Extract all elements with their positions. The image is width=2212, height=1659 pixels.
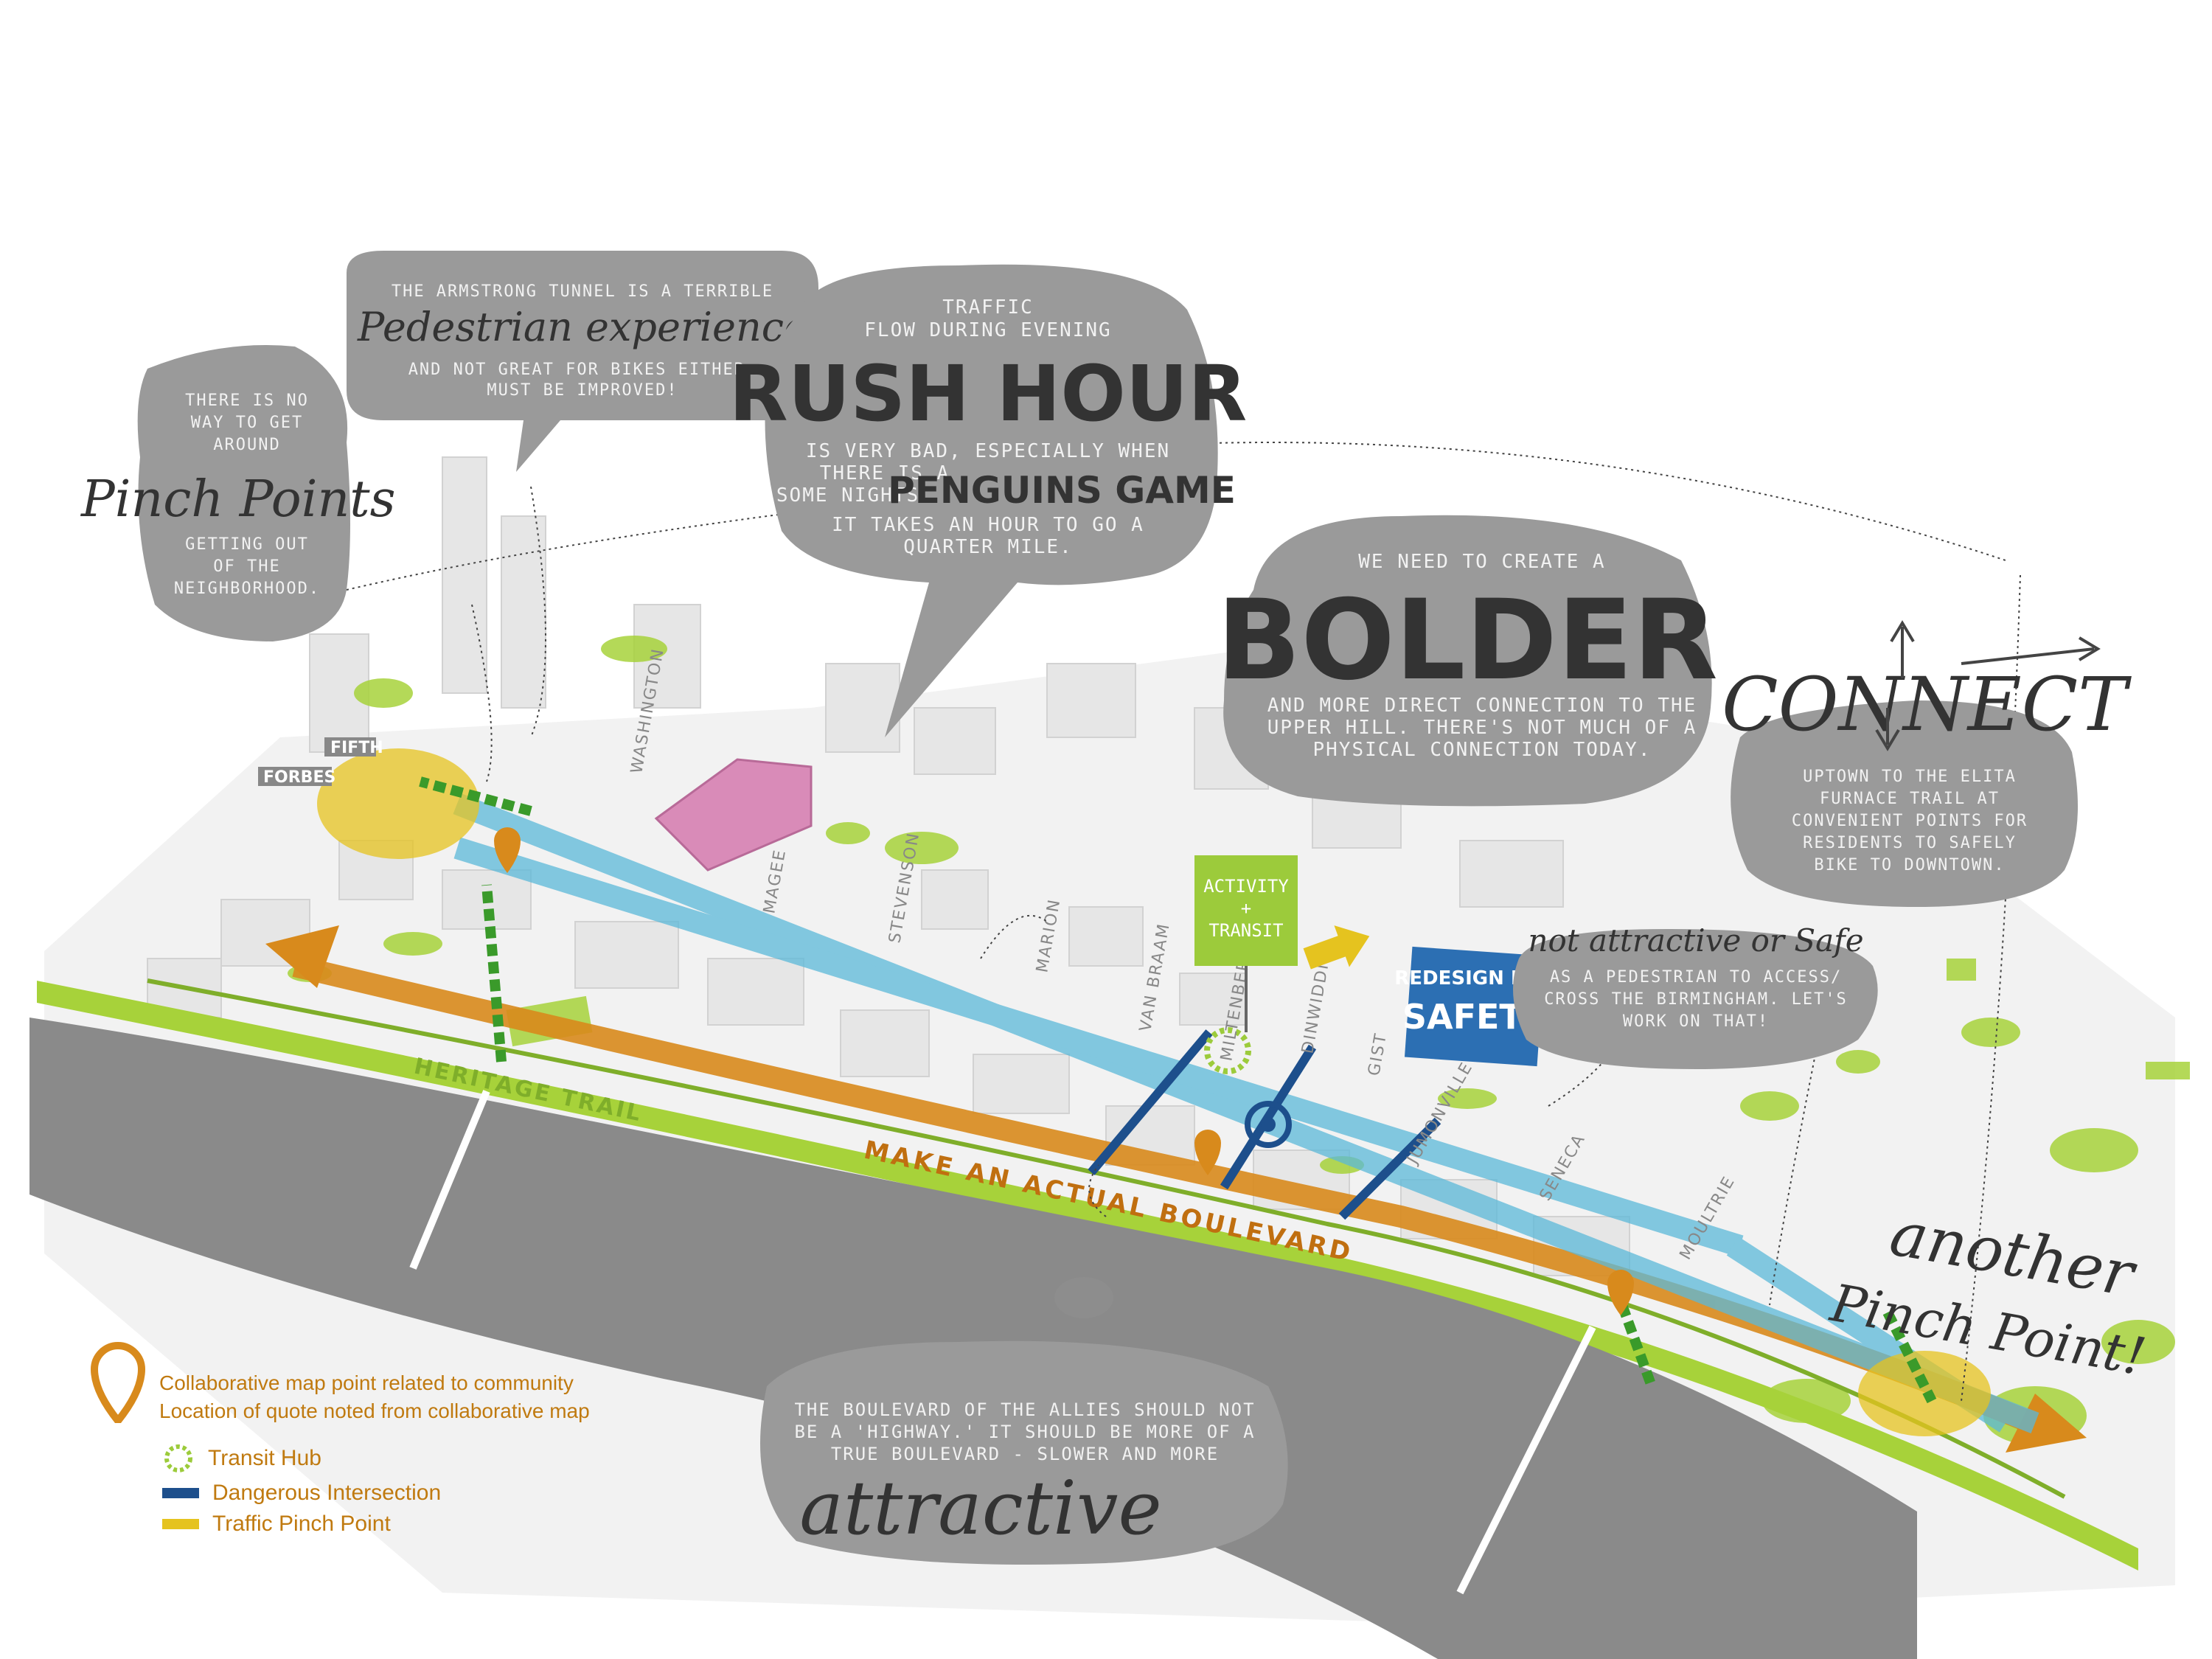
boulevard-line2: BE A 'HIGHWAY.' IT SHOULD BE MORE OF A	[794, 1422, 1255, 1442]
activity-line2: TRANSIT	[1208, 920, 1283, 941]
arena	[654, 758, 813, 872]
pinch-point-fifth-forbes	[317, 748, 479, 859]
rush-line4: THERE IS A	[820, 462, 950, 484]
transit-hub-icon	[164, 1444, 192, 1472]
bolder-line3: UPPER HILL. THERE'S NOT MUCH OF A	[1267, 717, 1697, 739]
connect-line1: UPTOWN TO THE ELITA	[1803, 768, 2017, 786]
rush-line5: SOME NIGHTS	[776, 484, 919, 507]
activity-plus: +	[1241, 898, 1251, 919]
legend-transit-hub-label: Transit Hub	[208, 1446, 321, 1470]
green-dashed-arrows	[419, 776, 1937, 1404]
boulevard-line3: TRUE BOULEVARD - SLOWER AND MORE	[831, 1444, 1219, 1464]
not-attractive-line3: WORK ON THAT!	[1623, 1012, 1769, 1031]
rush-line3: IS VERY BAD, ESPECIALLY WHEN	[806, 440, 1170, 462]
no-way-line1: THERE IS NO	[185, 392, 309, 410]
heritage-trail-line	[147, 978, 2066, 1499]
map-pin-icon	[90, 1342, 146, 1423]
bubble-boulevard: THE BOULEVARD OF THE ALLIES SHOULD NOT B…	[760, 1277, 1288, 1565]
bubble-pinch-points: THERE IS NO WAY TO GET AROUND Pinch Poin…	[80, 345, 396, 641]
connect-line4: RESIDENTS TO SAFELY	[1803, 834, 2017, 852]
yellow-arrow	[1303, 925, 1370, 970]
legend-item-dangerous-intersection: Dangerous Intersection	[162, 1481, 752, 1506]
rush-line7: QUARTER MILE.	[903, 536, 1073, 558]
armstrong-line3: MUST BE IMPROVED!	[487, 381, 678, 400]
boulevard-arrow-head-right	[2006, 1394, 2087, 1453]
pinch-points-script: Pinch Points	[80, 470, 396, 529]
river	[29, 1018, 1917, 1659]
transit-hub-miltenberger	[1204, 1027, 1251, 1074]
transit-hub-marker-center	[1261, 1117, 1276, 1132]
connect-arrows	[1875, 620, 2101, 751]
connect-line2: FURNACE TRAIL AT	[1820, 790, 2000, 808]
pinch-line2: OF THE	[213, 557, 280, 576]
pinch-point-swatch	[162, 1519, 199, 1529]
no-way-line2: WAY TO GET	[191, 414, 303, 432]
connect-big: CONNECT	[1722, 661, 2132, 748]
pinch-line3: NEIGHBORHOOD.	[174, 580, 320, 598]
bubble-armstrong: THE ARMSTRONG TUNNEL IS A TERRIBLE Pedes…	[347, 251, 818, 472]
label-forbes: FORBES	[263, 768, 335, 787]
bubble-not-attractive: not attractive or Safe AS A PEDESTRIAN T…	[1513, 922, 1878, 1069]
transit-hub-marker	[1245, 1101, 1292, 1148]
legend: Collaborative map point related to commu…	[88, 1342, 752, 1543]
dangerous-intersection-swatch	[162, 1488, 199, 1498]
legend-dangerous-label: Dangerous Intersection	[212, 1481, 442, 1505]
rush-big: RUSH HOUR	[729, 349, 1248, 439]
armstrong-line2: AND NOT GREAT FOR BIKES EITHER.	[408, 361, 757, 379]
riverfront-green	[37, 981, 2138, 1571]
connect-line5: BIKE TO DOWNTOWN.	[1814, 856, 2005, 874]
legend-pin-line1: Collaborative map point related to commu…	[159, 1371, 574, 1394]
map-pins	[494, 827, 1634, 1315]
not-attractive-line2: CROSS THE BIRMINGHAM. LET'S	[1544, 990, 1848, 1009]
label-fifth: FIFTH	[330, 739, 383, 757]
boulevard-script: attractive	[799, 1465, 1161, 1551]
legend-pin-line2: Location of quote noted from collaborati…	[159, 1399, 590, 1422]
bubble-connect: CONNECT UPTOWN TO THE ELITA FURNACE TRAI…	[1722, 661, 2132, 907]
rush-penguins: PENGUINS GAME	[888, 469, 1236, 512]
no-way-line3: AROUND	[213, 436, 280, 454]
armstrong-line1: THE ARMSTRONG TUNNEL IS A TERRIBLE	[392, 282, 773, 301]
not-attractive-script: not attractive or Safe	[1528, 922, 1863, 959]
rush-line6: IT TAKES AN HOUR TO GO A	[832, 514, 1144, 536]
legend-pinch-label: Traffic Pinch Point	[212, 1512, 391, 1536]
bolder-line1: WE NEED TO CREATE A	[1358, 551, 1605, 573]
bolder-line4: PHYSICAL CONNECTION TODAY.	[1313, 739, 1652, 761]
boulevard-line1: THE BOULEVARD OF THE ALLIES SHOULD NOT	[794, 1399, 1255, 1420]
bolder-big: BOLDER	[1217, 577, 1718, 705]
legend-item-transit-hub: Transit Hub	[162, 1442, 752, 1475]
legend-pin-row: Collaborative map point related to commu…	[88, 1342, 752, 1423]
bubble-bolder: WE NEED TO CREATE A BOLDER AND MORE DIRE…	[1217, 515, 1718, 807]
bridges	[409, 1090, 1596, 1595]
rush-line1: TRAFFIC	[942, 296, 1034, 319]
activity-line1: ACTIVITY	[1203, 876, 1289, 897]
armstrong-script: Pedestrian experience	[357, 304, 807, 350]
rush-line2: FLOW DURING EVENING	[864, 319, 1111, 341]
bolder-line2: AND MORE DIRECT CONNECTION TO THE	[1267, 695, 1697, 717]
not-attractive-line1: AS A PEDESTRIAN TO ACCESS/	[1550, 968, 1842, 987]
pinch-line1: GETTING OUT	[185, 535, 309, 554]
bubble-rush-hour: TRAFFIC FLOW DURING EVENING RUSH HOUR IS…	[729, 264, 1248, 737]
connect-line3: CONVENIENT POINTS FOR	[1792, 812, 2028, 830]
activity-transit-sign: ACTIVITY + TRANSIT	[1194, 855, 1298, 1032]
legend-item-pinch-point: Traffic Pinch Point	[162, 1512, 752, 1537]
boulevard-arrow-head-left	[265, 925, 339, 988]
